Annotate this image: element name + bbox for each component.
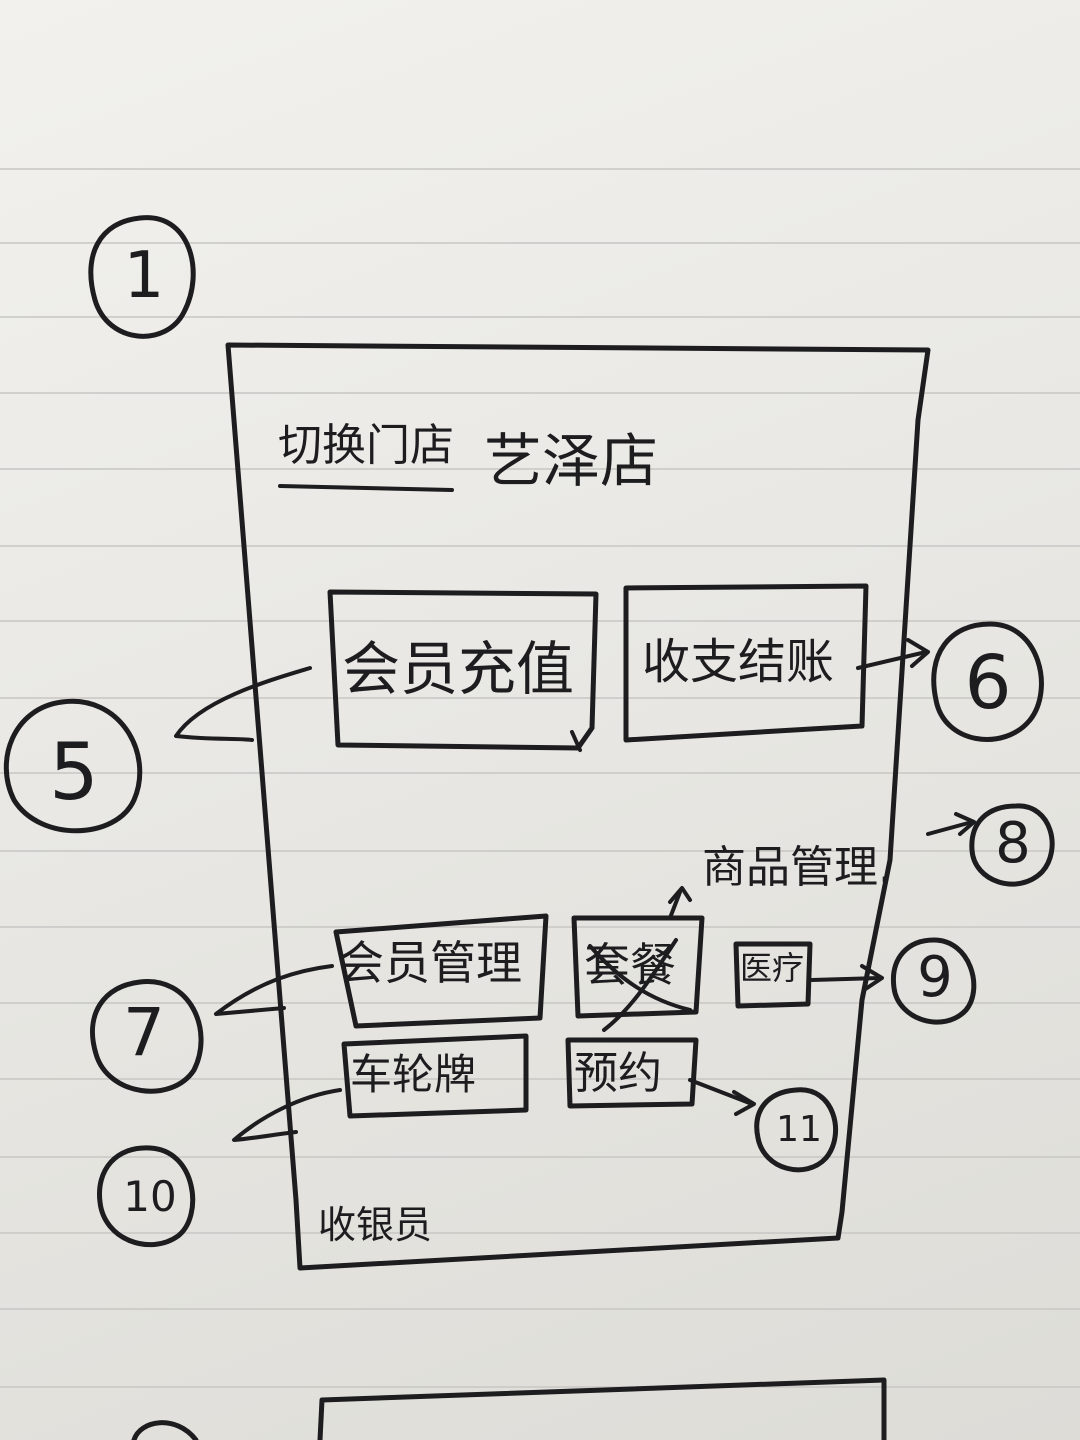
arrow-11-head xyxy=(732,1090,756,1116)
member-recharge-button[interactable]: 会员充值 xyxy=(342,635,575,703)
ruled-line xyxy=(0,1078,1080,1080)
ruled-line xyxy=(0,468,1080,470)
member-management-button-outline xyxy=(333,913,549,1029)
ruled-line xyxy=(0,242,1080,244)
medical-button-outline xyxy=(733,941,813,1009)
pointer-5 xyxy=(174,666,312,742)
annotation-number-8: 8 xyxy=(995,811,1031,876)
appointment-button-outline xyxy=(565,1037,699,1109)
arrow-8-head xyxy=(954,812,976,836)
annotation-number-7: 7 xyxy=(123,994,165,1071)
car-plate-button[interactable]: 车轮牌 xyxy=(350,1050,477,1099)
annotation-number-5: 5 xyxy=(49,728,99,818)
ruled-line xyxy=(0,316,1080,318)
ruled-line xyxy=(0,168,1080,170)
arrow-6 xyxy=(856,650,928,670)
package-button[interactable]: 套餐 xyxy=(584,938,676,992)
appointment-button[interactable]: 预约 xyxy=(574,1048,662,1099)
checkout-button[interactable]: 收支结账 xyxy=(642,634,835,690)
switch-store-underline xyxy=(278,484,454,492)
annotation-number-9: 9 xyxy=(917,945,953,1010)
pointer-7 xyxy=(214,964,334,1016)
annotation-circle-8 xyxy=(969,803,1055,887)
arrow-8 xyxy=(926,820,974,836)
package-scribble xyxy=(588,944,692,1012)
annotation-number-6: 6 xyxy=(964,640,1012,726)
product-management-label[interactable]: 商品管理. xyxy=(702,842,892,893)
ruled-line xyxy=(0,850,1080,852)
pointer-10 xyxy=(232,1088,342,1142)
arrow-product-management-head xyxy=(668,886,692,904)
annotation-number-1: 1 xyxy=(123,239,165,313)
arrow-product-management xyxy=(668,890,682,920)
arrow-11 xyxy=(688,1078,754,1106)
ruled-line xyxy=(0,545,1080,547)
annotation-number-11: 11 xyxy=(776,1109,822,1150)
checkout-button-outline xyxy=(623,583,869,743)
arrow-6-head xyxy=(906,638,930,668)
member-management-button[interactable]: 会员管理 xyxy=(338,936,522,990)
next-sketch-frame xyxy=(317,1377,887,1440)
ruled-line xyxy=(0,1232,1080,1234)
annotation-circle-7 xyxy=(90,979,204,1094)
annotation-circle-10 xyxy=(97,1145,196,1248)
ruled-line xyxy=(0,620,1080,622)
ruled-line xyxy=(0,392,1080,394)
next-annotation-circle xyxy=(131,1420,199,1440)
ruled-line xyxy=(0,772,1080,774)
arrow-9 xyxy=(810,976,882,982)
member-recharge-corner xyxy=(570,730,582,752)
cashier-label: 收银员 xyxy=(318,1203,433,1247)
ruled-line xyxy=(0,1308,1080,1310)
ruled-line xyxy=(0,1156,1080,1158)
annotation-circle-9 xyxy=(890,937,977,1025)
store-name: 艺泽店 xyxy=(484,427,659,495)
switch-store-link[interactable]: 切换门店 xyxy=(278,420,454,471)
member-recharge-button-outline xyxy=(327,589,599,751)
ruled-line xyxy=(0,926,1080,928)
annotation-circle-11 xyxy=(754,1087,838,1173)
phone-screen-frame xyxy=(225,342,931,1271)
annotation-circle-6 xyxy=(931,621,1044,742)
annotation-number-10: 10 xyxy=(123,1172,177,1221)
ruled-line xyxy=(0,697,1080,699)
arrow-9-head xyxy=(860,964,884,992)
package-scribble xyxy=(602,938,678,1032)
medical-button[interactable]: 医疗 xyxy=(740,949,805,987)
annotation-circle-5 xyxy=(3,698,143,834)
annotation-circle-1 xyxy=(88,215,196,339)
package-button-outline xyxy=(571,915,705,1019)
ruled-line xyxy=(0,1386,1080,1388)
car-plate-button-outline xyxy=(341,1033,529,1119)
